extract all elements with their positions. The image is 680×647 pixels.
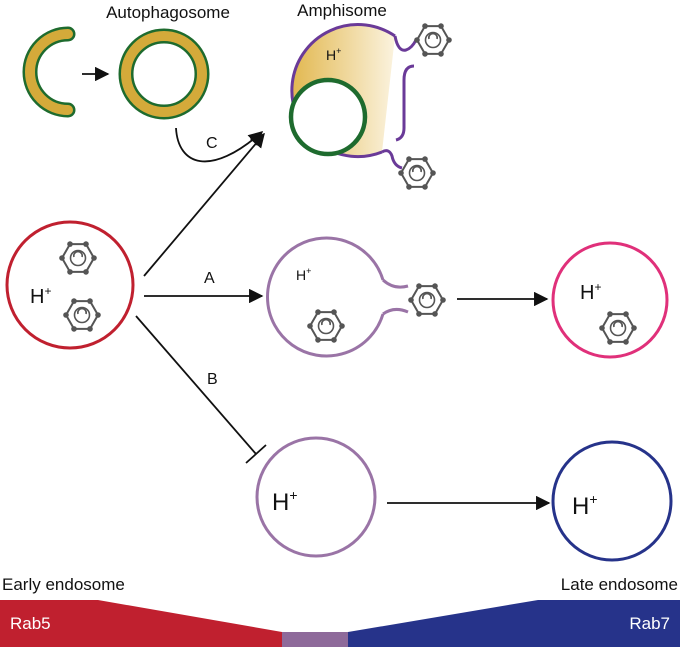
- cargo-hexagon-icon: [397, 155, 437, 191]
- early-endosome-label: Early endosome: [2, 575, 125, 594]
- rab7-bar: [348, 600, 680, 647]
- blocked-endosome-proton-label: H+: [272, 487, 298, 516]
- blocked-endosome-icon: [255, 436, 377, 558]
- rab5-label: Rab5: [10, 614, 51, 633]
- fusing-endosome-icon: [266, 236, 409, 358]
- amphisome-label: Amphisome: [297, 1, 387, 20]
- cargo-hexagon-icon: [407, 282, 447, 318]
- transition-bar: [282, 632, 348, 647]
- amphisome-proton-label: H+: [326, 46, 341, 63]
- cargo-hexagon-icon: [413, 22, 453, 58]
- path-c-arrow: [175, 127, 264, 163]
- amphisome-icon: [288, 23, 418, 170]
- late-endosome-navy-proton-label: H+: [572, 491, 598, 520]
- late-endosome-magenta-icon: [551, 241, 669, 359]
- early-to-amphisome-arrow: [143, 132, 265, 277]
- phagophore-icon: [22, 26, 76, 118]
- late-endosome-navy-icon: [551, 440, 673, 562]
- path-b-inhibition-bar: [245, 444, 267, 464]
- cargo-hexagon-icon: [306, 308, 346, 344]
- early-endosome-proton-label: H+: [30, 284, 51, 308]
- path-a-label: A: [204, 270, 215, 287]
- rab7-label: Rab7: [629, 614, 670, 633]
- late-endosome-label: Late endosome: [561, 575, 678, 594]
- path-b-inhibition-line: [135, 315, 257, 455]
- early-endosome-icon: [5, 220, 135, 350]
- rab5-bar: [0, 600, 282, 647]
- autophagosome-label: Autophagosome: [106, 3, 230, 22]
- autophagosome-icon: [118, 28, 210, 120]
- fusing-endosome-proton-label: H+: [296, 266, 311, 283]
- path-b-label: B: [207, 371, 218, 388]
- late-endosome-proton-label: H+: [580, 280, 601, 304]
- path-c-label: C: [206, 135, 218, 152]
